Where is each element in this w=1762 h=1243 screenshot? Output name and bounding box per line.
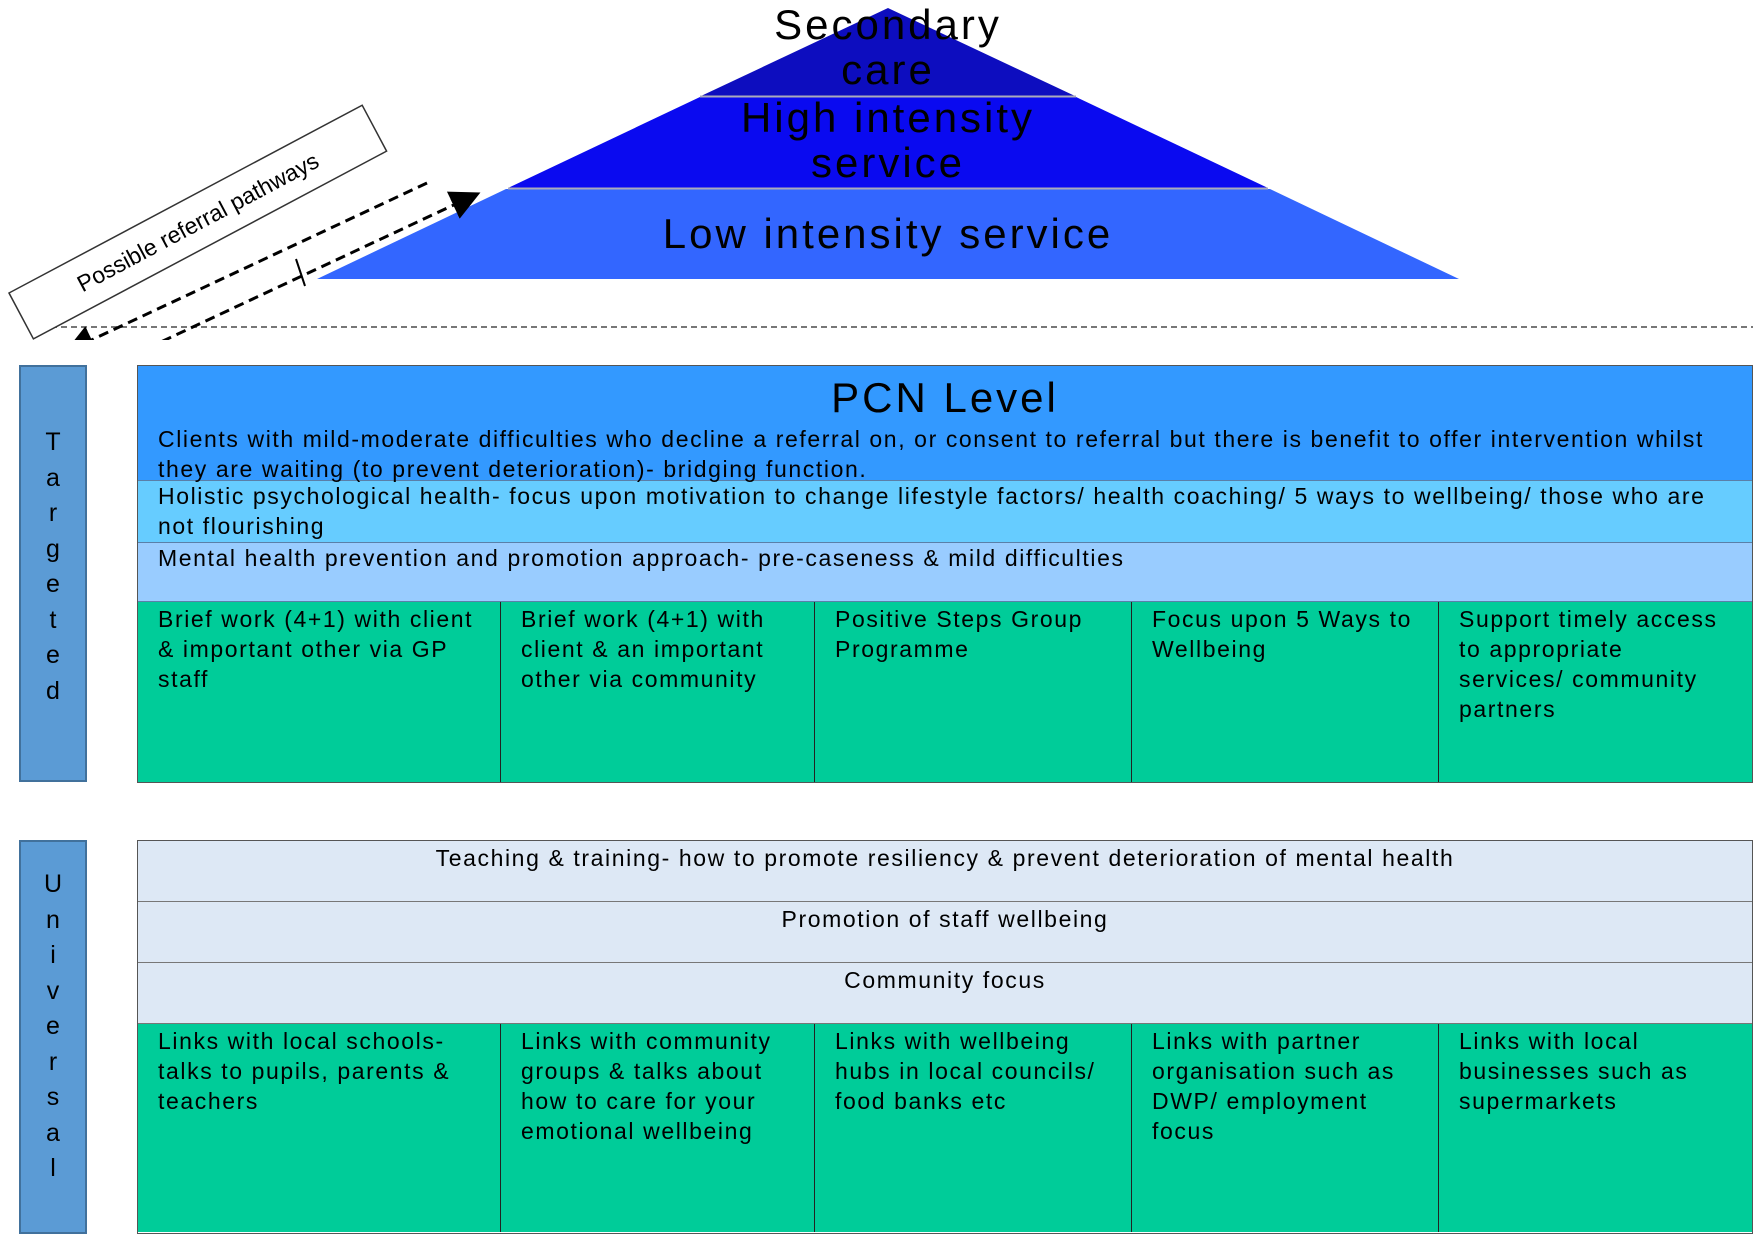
tier-low-intensity: [317, 189, 1459, 279]
pcn-title: PCN Level: [831, 374, 1059, 421]
side-label-letter: T: [45, 428, 61, 456]
targeted-cell: Brief work (4+1) with client & important…: [138, 602, 501, 782]
pcn-header: PCN Level Clients with mild-moderate dif…: [138, 366, 1752, 482]
side-label-letter: a: [46, 463, 60, 492]
side-label-letter: i: [50, 941, 56, 969]
pcn-row-holistic: Holistic psychological health- focus upo…: [138, 481, 1752, 543]
targeted-cell: Positive Steps Group Programme: [815, 602, 1132, 782]
targeted-cell: Focus upon 5 Ways to Wellbeing: [1132, 602, 1439, 782]
side-label-letter: d: [46, 676, 60, 705]
side-label-letter: v: [46, 976, 60, 1005]
tier-secondary-care: [701, 8, 1075, 96]
side-label-letter: e: [46, 570, 60, 598]
universal-cells: Links with local schools- talks to pupil…: [138, 1024, 1752, 1232]
universal-row-staff-wellbeing: Promotion of staff wellbeing: [138, 902, 1752, 963]
universal-cell: Links with wellbeing hubs in local counc…: [815, 1024, 1132, 1232]
targeted-cell: Support timely access to appropriate ser…: [1459, 606, 1718, 722]
universal-cell: Links with local businesses such as supe…: [1459, 1028, 1689, 1114]
referral-label: Possible referral pathways: [73, 147, 323, 297]
tier-high-intensity: [508, 97, 1268, 188]
universal-cell: Links with local schools- talks to pupil…: [138, 1024, 501, 1232]
arrow-down-left: [64, 181, 428, 340]
side-label-letter: g: [46, 534, 60, 563]
side-label-letter: U: [43, 870, 63, 898]
universal-cell: Links with partner organisation such as …: [1132, 1024, 1439, 1232]
targeted-cells: Brief work (4+1) with client & important…: [138, 602, 1752, 782]
side-label-letter: l: [50, 1154, 56, 1182]
referral-label-box: Possible referral pathways: [7, 104, 388, 340]
universal-row-teaching: Teaching & training- how to promote resi…: [138, 841, 1752, 902]
pcn-row-bridging: Clients with mild-moderate difficulties …: [158, 426, 1704, 482]
targeted-cell: Brief work (4+1) with client & an import…: [501, 602, 815, 782]
side-label-letter: e: [46, 1012, 60, 1040]
side-label-letter: s: [46, 1083, 60, 1111]
side-label-letter: r: [48, 1047, 58, 1076]
side-label-letter: n: [46, 905, 60, 934]
universal-row-community: Community focus: [138, 963, 1752, 1024]
side-label-letter: r: [48, 499, 58, 527]
targeted-pcn-box: PCN Level Clients with mild-moderate dif…: [137, 365, 1753, 783]
universal-cell: Links with community groups & talks abou…: [501, 1024, 815, 1232]
side-label-letter: t: [49, 605, 57, 634]
side-label-letter: e: [46, 641, 60, 669]
pcn-row-prevention: Mental health prevention and promotion a…: [138, 543, 1752, 602]
universal-box: Teaching & training- how to promote resi…: [137, 840, 1753, 1234]
tier-low-label: Low intensity service: [662, 210, 1114, 257]
pyramid-diagram: Possible referral pathways: [7, 8, 1753, 340]
side-label-letter: a: [46, 1118, 60, 1147]
